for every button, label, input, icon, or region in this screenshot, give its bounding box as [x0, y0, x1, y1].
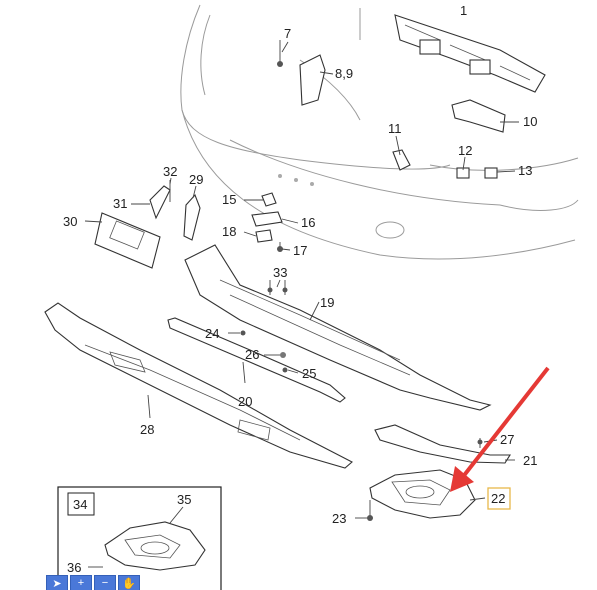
callout-24: 24	[205, 326, 219, 341]
callout-25: 25	[302, 366, 316, 381]
plus-icon[interactable]: +	[70, 575, 92, 590]
part-31-bracket	[149, 185, 171, 220]
part-20-trim-strip	[167, 317, 346, 403]
part-24-screw	[240, 330, 246, 336]
car-rear-body	[180, 4, 579, 260]
callout-29: 29	[189, 172, 203, 187]
callout-labels: 1 7 8,9 10 11 12 13 15 16 18 17 19 20 21…	[63, 3, 537, 575]
callout-36: 36	[67, 560, 81, 575]
part-26-clip	[280, 352, 286, 358]
red-pointer-arrow	[450, 366, 550, 492]
callout-1: 1	[460, 3, 467, 18]
callout-16: 16	[301, 215, 315, 230]
callout-11: 11	[388, 121, 402, 136]
part-10-bracket	[451, 99, 506, 133]
pointer-icon[interactable]: ➤	[46, 575, 68, 590]
part-30-license-plate-bracket	[94, 212, 161, 269]
callout-10: 10	[523, 114, 537, 129]
callout-19: 19	[320, 295, 334, 310]
viewer-toolbar: ➤ + − ✋	[46, 575, 140, 590]
part-29-bracket	[183, 193, 201, 241]
callout-21: 21	[523, 453, 537, 468]
part-1-impact-absorber	[394, 14, 546, 93]
part-8-9-bracket	[299, 54, 326, 106]
callout-33: 33	[273, 265, 287, 280]
callout-12: 12	[458, 143, 472, 158]
hand-icon[interactable]: ✋	[118, 575, 140, 590]
part-27-screw	[477, 438, 483, 448]
callout-26: 26	[245, 347, 259, 362]
callout-17: 17	[293, 243, 307, 258]
part-13-clip	[484, 167, 498, 179]
callout-8-9: 8,9	[335, 66, 353, 81]
callout-15: 15	[222, 192, 236, 207]
part-33-screws	[267, 280, 288, 295]
part-18-bracket	[255, 229, 273, 243]
callout-23: 23	[332, 511, 346, 526]
part-7-screw	[277, 40, 283, 67]
part-21-side-trim	[374, 424, 511, 464]
callout-30: 30	[63, 214, 77, 229]
minus-icon[interactable]: −	[94, 575, 116, 590]
callout-31: 31	[113, 196, 127, 211]
callout-35: 35	[177, 492, 191, 507]
part-16-bracket	[251, 211, 283, 227]
part-23-screw	[367, 500, 373, 521]
callout-32: 32	[163, 164, 177, 179]
highlight-box-22	[487, 487, 511, 510]
leader-lines	[84, 41, 519, 568]
part-17-screw	[277, 242, 283, 252]
callout-20: 20	[238, 394, 252, 409]
part-19-bumper-cover-upper	[184, 244, 492, 411]
callout-13: 13	[518, 163, 532, 178]
callout-22: 22	[491, 491, 505, 506]
callout-18: 18	[222, 224, 236, 239]
part-25-screw	[282, 367, 288, 373]
inset-detail-box	[57, 486, 222, 590]
part-15-bracket	[261, 192, 277, 207]
part-11-clip	[392, 149, 411, 171]
callout-28: 28	[140, 422, 154, 437]
part-22-exhaust-trim	[369, 469, 476, 519]
callout-34: 34	[73, 497, 87, 512]
callout-7: 7	[284, 26, 291, 41]
part-28-lower-diffuser	[44, 302, 353, 469]
callout-27: 27	[500, 432, 514, 447]
